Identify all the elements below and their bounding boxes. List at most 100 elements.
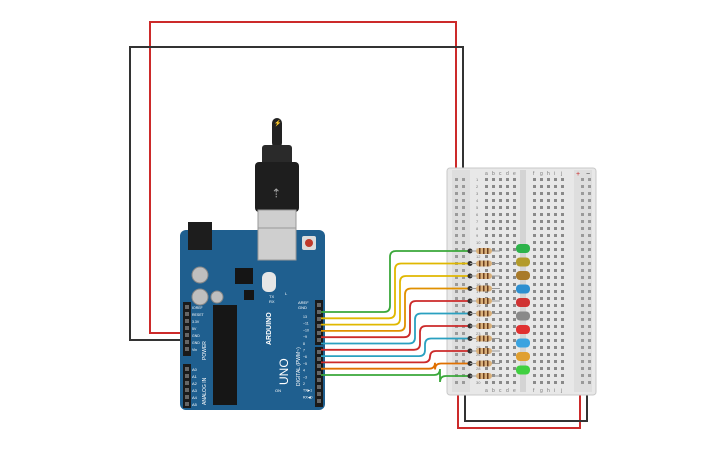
signal-wire bbox=[321, 362, 470, 370]
power-header-pin bbox=[185, 305, 189, 309]
breadboard-hole bbox=[547, 220, 550, 223]
analog-pin-label: A3 bbox=[192, 388, 198, 393]
breadboard-hole bbox=[506, 241, 509, 244]
breadboard-hole bbox=[492, 346, 495, 349]
breadboard-hole bbox=[506, 346, 509, 349]
breadboard-hole bbox=[485, 381, 488, 384]
breadboard-hole bbox=[485, 234, 488, 237]
breadboard-hole bbox=[561, 353, 564, 356]
breadboard-hole bbox=[513, 199, 516, 202]
breadboard-hole bbox=[499, 353, 502, 356]
rail-hole bbox=[588, 311, 591, 314]
breadboard-hole bbox=[485, 283, 488, 286]
breadboard-hole bbox=[499, 332, 502, 335]
rail-hole bbox=[462, 360, 465, 363]
signal-wire bbox=[321, 337, 470, 357]
breadboard-hole bbox=[506, 269, 509, 272]
breadboard-hole bbox=[492, 213, 495, 216]
breadboard-hole bbox=[492, 290, 495, 293]
signal-wire bbox=[321, 250, 470, 313]
breadboard-hole bbox=[547, 269, 550, 272]
breadboard-hole bbox=[547, 185, 550, 188]
signal-wire bbox=[321, 312, 470, 345]
resistor-band bbox=[487, 248, 489, 254]
breadboard-hole bbox=[561, 192, 564, 195]
breadboard-hole bbox=[554, 262, 557, 265]
rail-hole bbox=[455, 255, 458, 258]
breadboard-hole bbox=[554, 304, 557, 307]
led bbox=[516, 338, 530, 348]
breadboard-hole bbox=[506, 199, 509, 202]
breadboard-hole bbox=[540, 234, 543, 237]
breadboard-hole bbox=[547, 367, 550, 370]
rail-hole bbox=[581, 192, 584, 195]
breadboard-hole bbox=[499, 234, 502, 237]
row-number: 16 bbox=[476, 282, 481, 287]
breadboard-hole bbox=[547, 262, 550, 265]
breadboard-hole bbox=[547, 206, 550, 209]
breadboard-hole bbox=[492, 178, 495, 181]
rail-hole bbox=[581, 304, 584, 307]
breadboard-hole bbox=[547, 381, 550, 384]
breadboard-hole bbox=[513, 269, 516, 272]
breadboard-hole bbox=[506, 206, 509, 209]
rail-hole bbox=[581, 318, 584, 321]
breadboard-hole bbox=[554, 220, 557, 223]
breadboard-hole bbox=[533, 185, 536, 188]
breadboard-hole bbox=[513, 325, 516, 328]
breadboard-hole bbox=[540, 269, 543, 272]
breadboard-hole bbox=[513, 311, 516, 314]
breadboard-hole bbox=[513, 185, 516, 188]
resistors bbox=[470, 248, 500, 379]
breadboard-hole bbox=[513, 213, 516, 216]
rail-hole bbox=[455, 185, 458, 188]
column-label: f bbox=[533, 171, 535, 177]
column-label: a bbox=[485, 388, 488, 394]
breadboard-hole bbox=[540, 304, 543, 307]
breadboard-hole bbox=[499, 304, 502, 307]
breadboard-hole bbox=[513, 227, 516, 230]
breadboard-hole bbox=[506, 304, 509, 307]
breadboard-hole bbox=[561, 367, 564, 370]
breadboard-hole bbox=[499, 290, 502, 293]
signal-wire bbox=[321, 275, 470, 326]
breadboard-hole bbox=[540, 346, 543, 349]
rail-hole bbox=[462, 297, 465, 300]
breadboard-hole bbox=[513, 381, 516, 384]
breadboard-hole bbox=[533, 311, 536, 314]
analog-header-pin bbox=[185, 367, 189, 371]
column-label: c bbox=[499, 388, 502, 394]
breadboard-hole bbox=[540, 276, 543, 279]
digital-header-pin bbox=[317, 338, 321, 342]
breadboard-hole bbox=[547, 311, 550, 314]
resistor-band bbox=[487, 323, 489, 329]
breadboard-hole bbox=[533, 227, 536, 230]
column-label: i bbox=[554, 171, 555, 177]
column-label: b bbox=[492, 171, 495, 177]
breadboard-hole bbox=[547, 374, 550, 377]
breadboard-hole bbox=[540, 178, 543, 181]
analog-header-pin bbox=[185, 395, 189, 399]
digital-pin-label: RX◀0 bbox=[303, 395, 313, 399]
breadboard-hole bbox=[485, 318, 488, 321]
breadboard-hole bbox=[533, 269, 536, 272]
breadboard-hole bbox=[554, 374, 557, 377]
breadboard-hole bbox=[513, 353, 516, 356]
breadboard-hole bbox=[561, 269, 564, 272]
breadboard-hole bbox=[547, 325, 550, 328]
signal-wire bbox=[321, 300, 470, 339]
row-number: 25 bbox=[476, 345, 481, 350]
breadboard-hole bbox=[499, 185, 502, 188]
breadboard-hole bbox=[540, 283, 543, 286]
breadboard-hole bbox=[540, 290, 543, 293]
breadboard-hole bbox=[513, 248, 516, 251]
resistor-band bbox=[483, 373, 485, 379]
breadboard-hole bbox=[513, 192, 516, 195]
breadboard-hole bbox=[533, 297, 536, 300]
rail-hole bbox=[455, 269, 458, 272]
power-pin-label: GND bbox=[192, 334, 200, 338]
digital-header-pin bbox=[317, 385, 321, 389]
resistor-band bbox=[487, 373, 489, 379]
resistor-band bbox=[479, 310, 481, 317]
analog-pin-label: A0 bbox=[192, 367, 198, 372]
